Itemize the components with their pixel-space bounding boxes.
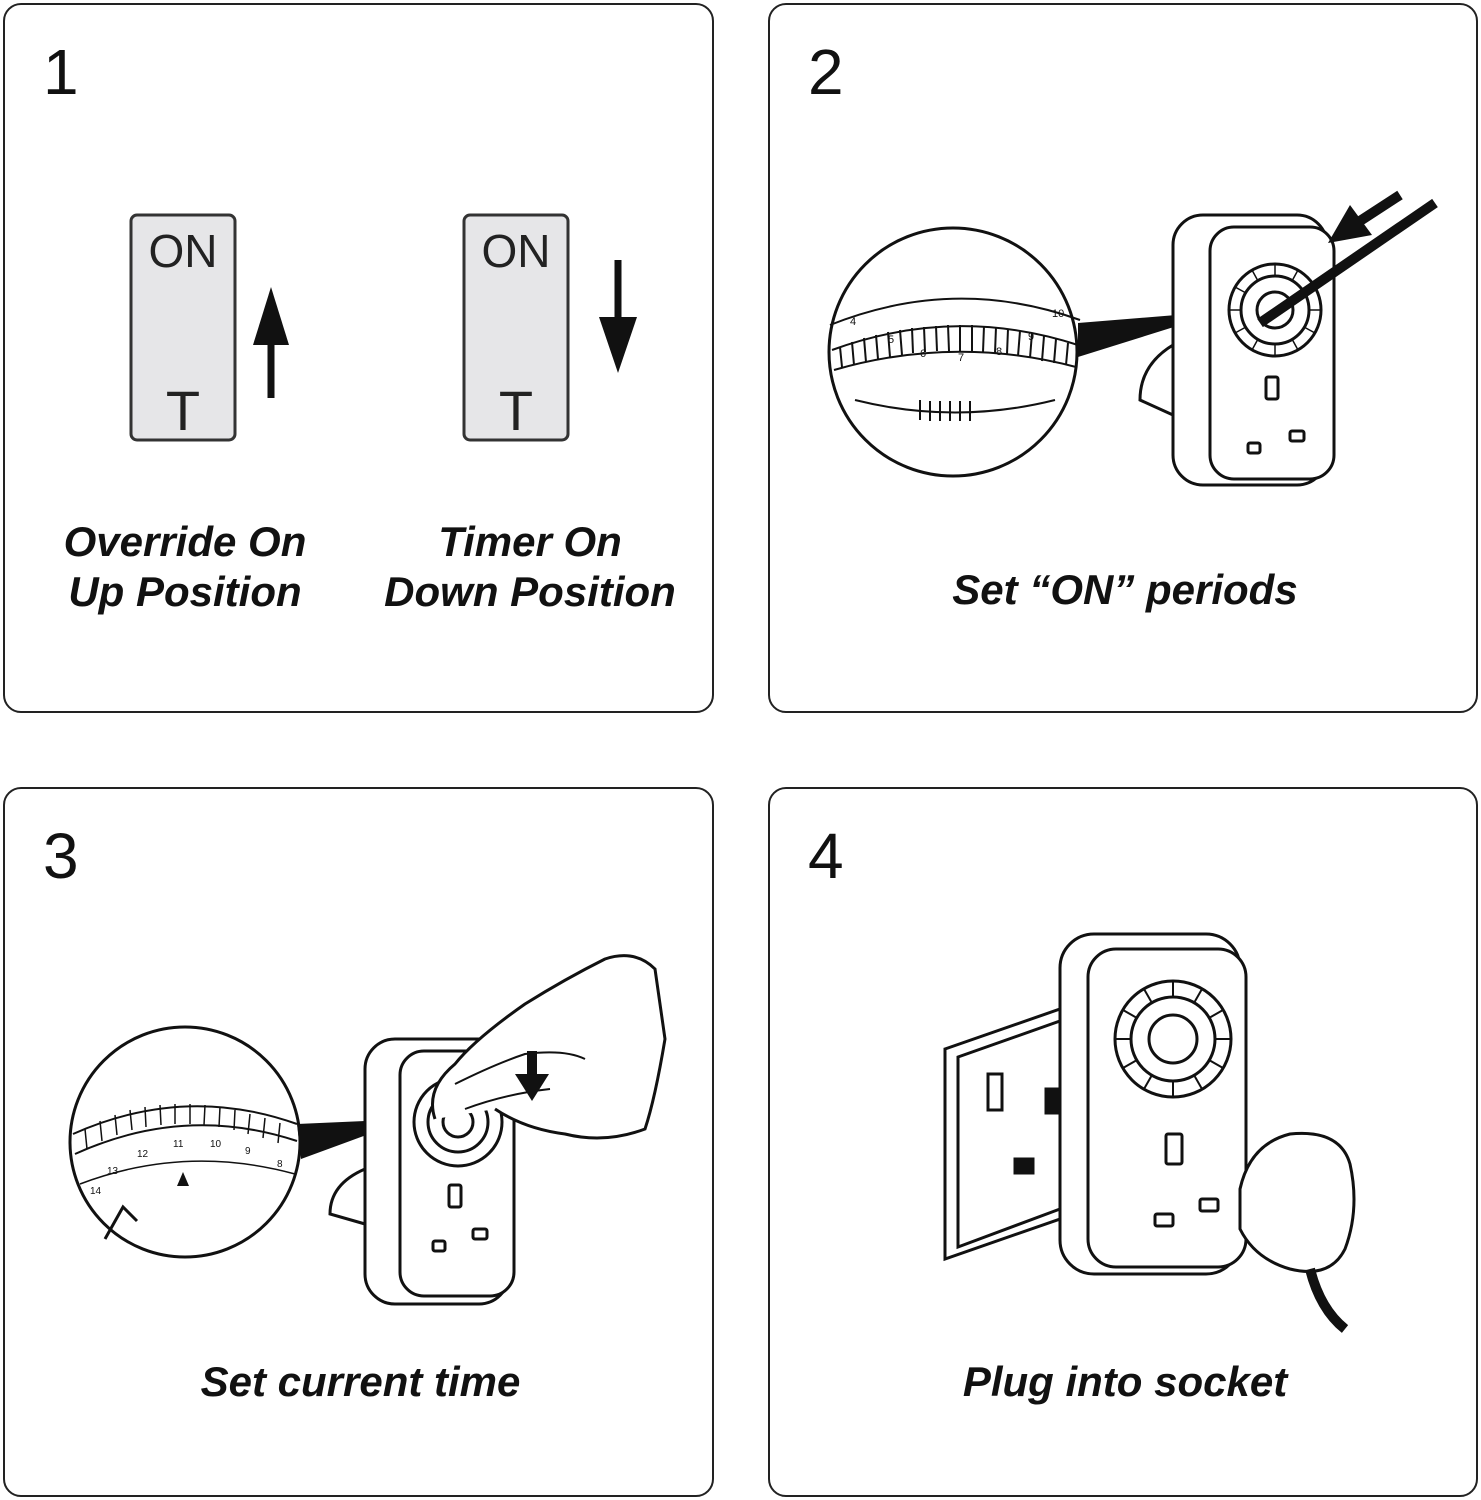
switch-bottom-label: T: [499, 379, 533, 442]
magnified-dial: 14 13 12 11 10 9 8: [68, 1025, 302, 1259]
switch-top-label: ON: [149, 225, 218, 277]
override-switch-illustration: ON T: [129, 213, 289, 442]
dial-label: 14: [90, 1186, 102, 1197]
hand-illustration: [431, 954, 667, 1140]
arrow-press-icon: [1328, 190, 1403, 243]
timer-switch-illustration: ON T: [462, 213, 637, 442]
dial-label: 7: [958, 352, 964, 364]
timer-plug-device: [1138, 213, 1336, 487]
uk-plug-icon: [1238, 1131, 1356, 1333]
time-pointer-icon: [177, 1172, 189, 1186]
arrow-down-icon: [599, 260, 637, 373]
step-3-panel: 3 14 13 12 11 10 9 8: [3, 787, 714, 1497]
step-4-panel: 4 Plu: [768, 787, 1478, 1497]
set-current-time-illustration: 14 13 12 11 10 9 8: [68, 954, 667, 1306]
caption-line-2: Down Position: [384, 568, 676, 615]
step-number: 3: [43, 820, 79, 892]
switch-bottom-label: T: [166, 379, 200, 442]
step-number: 4: [808, 820, 844, 892]
step-caption: Set “ON” periods: [952, 566, 1298, 613]
dial-label: 10: [1052, 308, 1064, 320]
caption-line-1: Override On: [63, 518, 307, 565]
step-1-panel: 1 ON T ON T Override On Up Position Time…: [3, 3, 714, 713]
timer-plug-device: [1058, 932, 1248, 1276]
dial-label: 8: [277, 1159, 283, 1170]
dial-arrow-icon: [103, 1204, 139, 1240]
override-caption: Override On Up Position: [35, 517, 335, 617]
dial-label: 6: [920, 348, 926, 360]
dial-label: 10: [210, 1139, 222, 1150]
arrow-down-icon: [515, 1051, 549, 1101]
dial-label: 8: [996, 346, 1002, 358]
dial-label: 12: [137, 1149, 149, 1160]
step-caption: Plug into socket: [962, 1358, 1288, 1405]
plug-into-socket-illustration: [943, 932, 1356, 1333]
wall-socket: [943, 1006, 1062, 1262]
magnified-dial: 4 5 6 7 8 9 10: [827, 226, 1081, 478]
dial-label: 4: [850, 316, 856, 328]
pin-tool: [1257, 198, 1438, 328]
step-number: 1: [43, 36, 79, 108]
dial-label: 9: [245, 1146, 251, 1157]
dial-label: 9: [1028, 331, 1034, 343]
timer-caption: Timer On Down Position: [365, 517, 695, 617]
switch-top-label: ON: [482, 225, 551, 277]
caption-line-1: Timer On: [438, 518, 622, 565]
caption-line-2: Up Position: [68, 568, 302, 615]
dial-label: 5: [888, 334, 894, 346]
step-caption: Set current time: [200, 1358, 521, 1405]
dial-label: 13: [107, 1166, 119, 1177]
step-number: 2: [808, 36, 844, 108]
dial-segments: [1115, 981, 1231, 1097]
step-2-panel: 2 4: [768, 3, 1478, 713]
arrow-up-icon: [253, 287, 289, 398]
set-on-periods-illustration: 4 5 6 7 8 9 10: [827, 190, 1438, 487]
dial-label: 11: [173, 1139, 184, 1150]
switch-illustrations: ON T ON T: [129, 213, 637, 442]
